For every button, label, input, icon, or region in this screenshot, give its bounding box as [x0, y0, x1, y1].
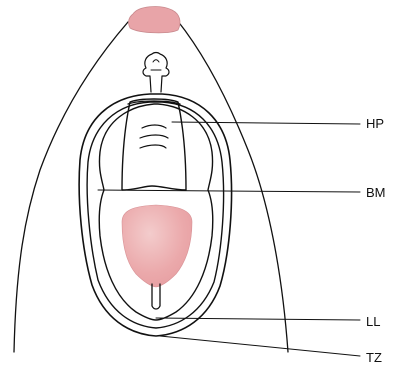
label-hp: HP: [366, 117, 384, 130]
leader-line-bm: [98, 190, 360, 192]
apical-structure-inner: [151, 60, 161, 70]
hp-striation-1: [142, 125, 166, 128]
hp-striation-3: [140, 145, 166, 148]
hp-striation-2: [140, 135, 168, 138]
pink-tissue: [122, 205, 192, 287]
outer-body-outline-right: [177, 20, 288, 352]
apical-structure: [143, 53, 169, 93]
label-bm: BM: [366, 186, 386, 199]
leader-line-ll: [156, 318, 360, 320]
label-tz: TZ: [366, 351, 382, 364]
label-ll: LL: [366, 315, 380, 328]
tip-cap: [129, 7, 180, 33]
tissue-slit: [152, 284, 160, 309]
leader-line-tz: [160, 336, 360, 356]
